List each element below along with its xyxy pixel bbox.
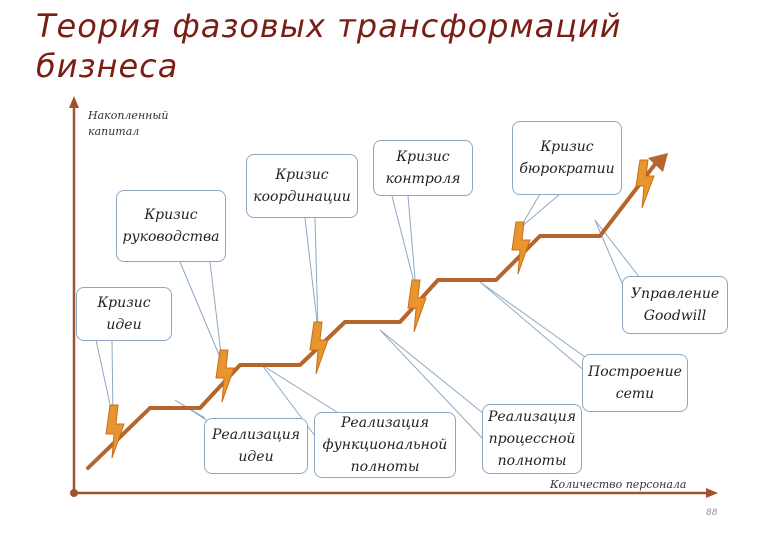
lightning-icon [407, 279, 427, 333]
lightning-icon [309, 321, 329, 375]
curve-arrowhead [648, 153, 668, 172]
callout-phase-goodwill: Управление Goodwill [622, 276, 728, 334]
lightning-icon [105, 404, 125, 459]
callout-crisis-control: Кризис контроля [373, 140, 473, 196]
axis-origin [70, 489, 78, 497]
lightning-icon [215, 349, 235, 403]
growth-curve [86, 161, 658, 470]
callout-phase-functional: Реализация функциональной полноты [314, 412, 456, 478]
page-number: 88 [706, 508, 718, 518]
y-axis-label: Накопленный капитал [88, 109, 169, 138]
x-axis-label: Количество персонала [550, 478, 687, 491]
y-axis-arrow [69, 96, 79, 108]
x-axis-arrow [706, 488, 718, 498]
lightning-icons [105, 159, 655, 459]
page-title: Теория фазовых трансформаций бизнеса [36, 7, 622, 85]
callout-phase-process: Реализация процессной полноты [482, 404, 582, 474]
lightning-icon [511, 221, 531, 275]
callout-phase-network: Построение сети [582, 354, 688, 412]
callout-phase-idea: Реализация идеи [204, 418, 308, 474]
callout-crisis-idea: Кризис идеи [76, 287, 172, 341]
lightning-icon [635, 159, 655, 209]
callout-crisis-coordination: Кризис координации [246, 154, 358, 218]
callout-crisis-leadership: Кризис руководства [116, 190, 226, 262]
callout-crisis-bureaucracy: Кризис бюрократии [512, 121, 622, 195]
